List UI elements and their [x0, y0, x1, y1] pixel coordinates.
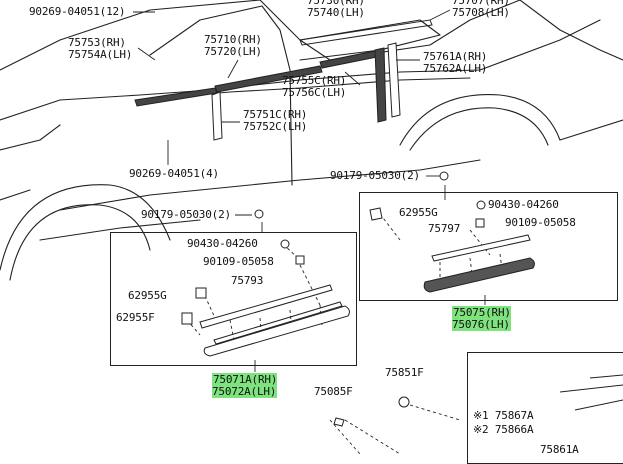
highlight-75071a: 75071A(RH) 75072A(LH) [212, 373, 278, 398]
label-75075-75076: 75075(RH) 75076(LH) [452, 306, 511, 331]
molding-75753 [134, 87, 218, 107]
bolt-90179-right [439, 171, 449, 181]
front-wheel [9, 204, 151, 281]
clip-62955f [181, 312, 193, 325]
leader-75707 [429, 9, 451, 21]
clip-62955g-left [195, 287, 207, 299]
label-90430-04260-right: 90430-04260 [488, 198, 559, 211]
label-90109-05058-right: 90109-05058 [505, 216, 576, 229]
label-75755c-75756c: 75755C(RH) 75756C(LH) [282, 74, 347, 99]
label-75866a: ※2 75866A [473, 423, 534, 436]
window-frame-rear [299, 19, 441, 61]
diagram-drawing [0, 0, 623, 454]
molding-75751c [211, 91, 223, 141]
rear-wheel [409, 107, 549, 151]
bolt-90179-left [254, 209, 264, 219]
molding-75730 [299, 19, 433, 46]
nut-90430-right [476, 200, 486, 210]
highlight-75075: 75075(RH) 75076(LH) [452, 306, 511, 331]
label-75710-75720: 75710(RH) 75720(LH) [204, 33, 262, 58]
sill-line [39, 219, 201, 241]
clip-90109-right [475, 218, 485, 228]
label-75071a-75072a: 75071A(RH) 75072A(LH) [212, 373, 278, 398]
label-75851f: 75851F [385, 366, 424, 379]
label-75867a: ※1 75867A [473, 409, 534, 422]
rear-wheel-arch [399, 94, 561, 146]
leader-75710 [227, 59, 239, 79]
part-75071a-rail [213, 301, 343, 345]
rear-body [519, 0, 623, 141]
bottom-part-sketch [559, 374, 623, 411]
screw-75085f [333, 417, 345, 427]
nut-90430-left [280, 239, 290, 249]
molding-75761a-2 [387, 42, 401, 118]
door-lower [59, 159, 481, 211]
label-62955g-left: 62955G [128, 289, 167, 302]
clip-62955g-right [369, 207, 383, 221]
label-75861a: 75861A [540, 443, 579, 456]
label-75797: 75797 [428, 222, 461, 235]
label-90269-04051-4: 90269-04051(4) [129, 167, 219, 180]
part-75071a [203, 305, 350, 357]
label-90179-05030-right: 90179-05030(2) [330, 169, 420, 182]
front-wheel-arch [0, 184, 171, 271]
label-75793: 75793 [231, 274, 264, 287]
part-75075 [423, 257, 535, 293]
label-75730-75740: 75730(RH) 75740(LH) [307, 0, 365, 19]
label-75085f: 75085F [314, 385, 353, 398]
clip-90109-left [295, 255, 305, 265]
left-parts-box [110, 232, 357, 366]
molding-75710 [214, 65, 323, 93]
door-line-front [289, 69, 293, 186]
label-62955g-right: 62955G [399, 206, 438, 219]
part-75793 [199, 284, 333, 329]
label-90109-05058-left: 90109-05058 [203, 255, 274, 268]
right-parts-box [359, 192, 618, 301]
label-90430-04260-left: 90430-04260 [187, 237, 258, 250]
front-body [0, 124, 61, 201]
label-90269-04051-12: 90269-04051(12) [29, 5, 126, 18]
molding-75761a [374, 47, 387, 123]
car-body-upper [0, 19, 601, 121]
label-62955f: 62955F [116, 311, 155, 324]
label-75751c-75752c: 75751C(RH) 75752C(LH) [243, 108, 308, 133]
leader-75753 [137, 47, 156, 61]
leader-75755c [344, 71, 361, 86]
label-75707-75708: 75707(RH) 75708(LH) [452, 0, 510, 19]
label-75753-75754a: 75753(RH) 75754A(LH) [68, 36, 133, 61]
part-75797 [431, 234, 531, 262]
label-75761a-75762a: 75761A(RH) 75762A(LH) [423, 50, 488, 75]
label-90179-05030-left: 90179-05030(2) [141, 208, 231, 221]
clip-75851f [398, 396, 410, 408]
window-frame-front [149, 5, 291, 71]
